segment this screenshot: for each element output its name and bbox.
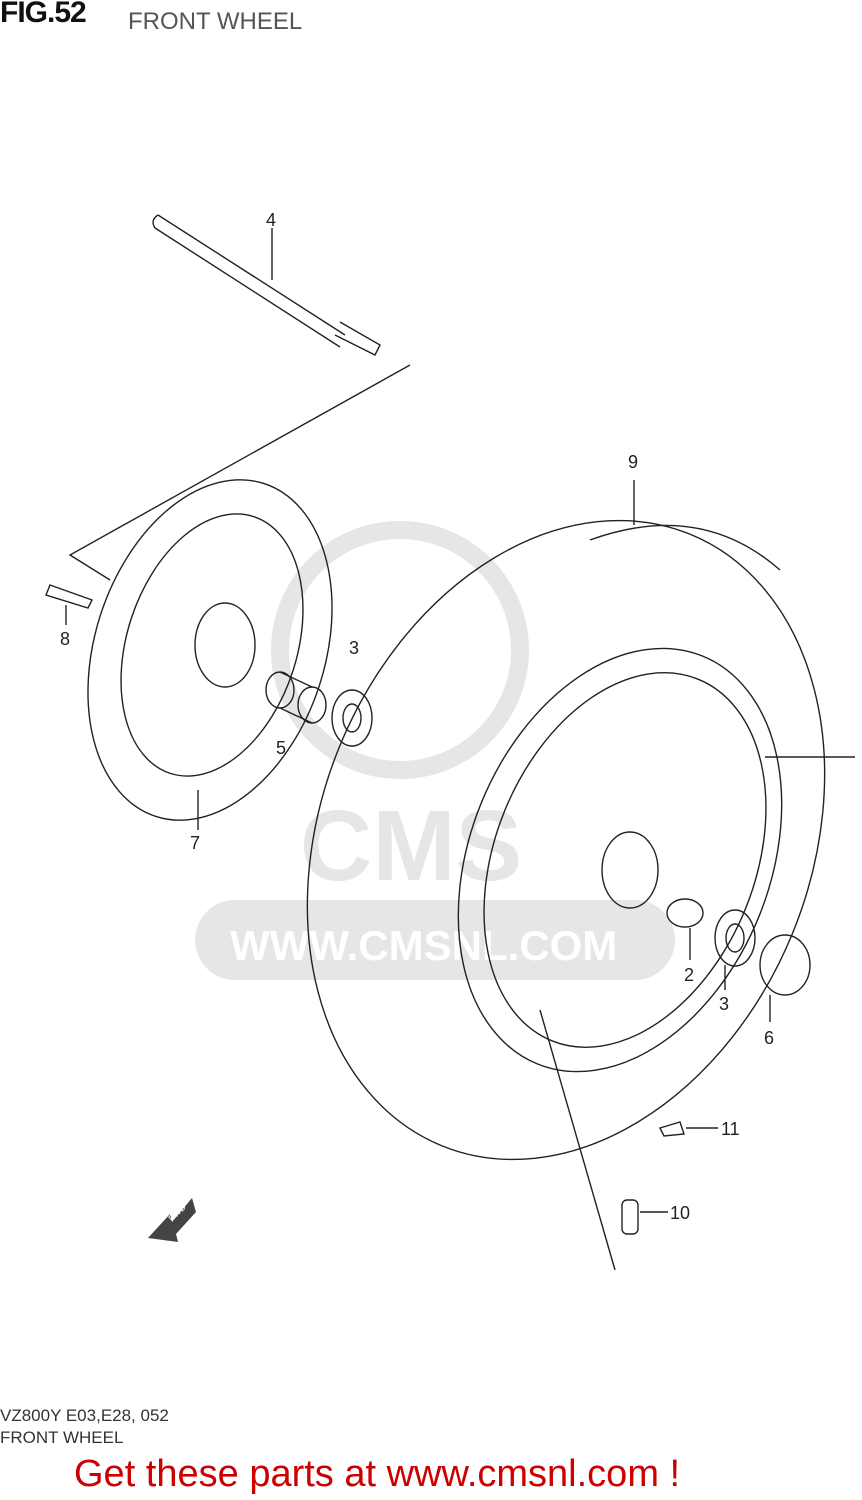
- tire-wheel-part-9: [306, 480, 855, 1271]
- part-label: 3: [349, 638, 359, 658]
- part-label: 5: [276, 738, 286, 758]
- figure-number: FIG.52: [0, 0, 87, 29]
- part-label: 11: [721, 1119, 740, 1139]
- watermark-url: WWW.CMSNL.COM: [230, 922, 617, 969]
- promo-link[interactable]: Get these parts at www.cmsnl.com !: [74, 1453, 681, 1495]
- page-title: FRONT WHEEL: [128, 8, 303, 35]
- bearing-part-3-left: [331, 689, 373, 747]
- footer-title: FRONT WHEEL: [0, 1428, 124, 1447]
- watermark: WWW.CMSNL.COM CMS: [195, 521, 675, 980]
- fwd-arrow-icon: FWD: [148, 1198, 196, 1242]
- axle-part-4: [68, 214, 411, 581]
- spacer-part-2: [666, 898, 704, 960]
- valve-part-10: [621, 1199, 668, 1235]
- part-label: 9: [628, 452, 638, 472]
- bearing-part-3-right: [714, 909, 756, 990]
- part-label: 3: [719, 994, 729, 1014]
- part-label: 8: [60, 629, 70, 649]
- brake-disc-part-7: [87, 479, 333, 830]
- part-label: 2: [684, 965, 694, 985]
- valve-cap-part-11: [659, 1121, 718, 1137]
- watermark-logo: CMS: [300, 790, 522, 902]
- model-code: VZ800Y E03,E28, 052: [0, 1406, 169, 1425]
- part-label: 6: [764, 1028, 774, 1048]
- part-label: 4: [266, 210, 276, 230]
- part-label: 7: [190, 833, 200, 853]
- bolt-part-8: [45, 584, 93, 625]
- part-labels: 4 9 8 3 5 7 2 3 6 11 10: [60, 210, 774, 1223]
- dust-seal-part-6: [759, 934, 811, 1022]
- spacer-part-5: [265, 671, 327, 724]
- part-label: 10: [670, 1203, 690, 1223]
